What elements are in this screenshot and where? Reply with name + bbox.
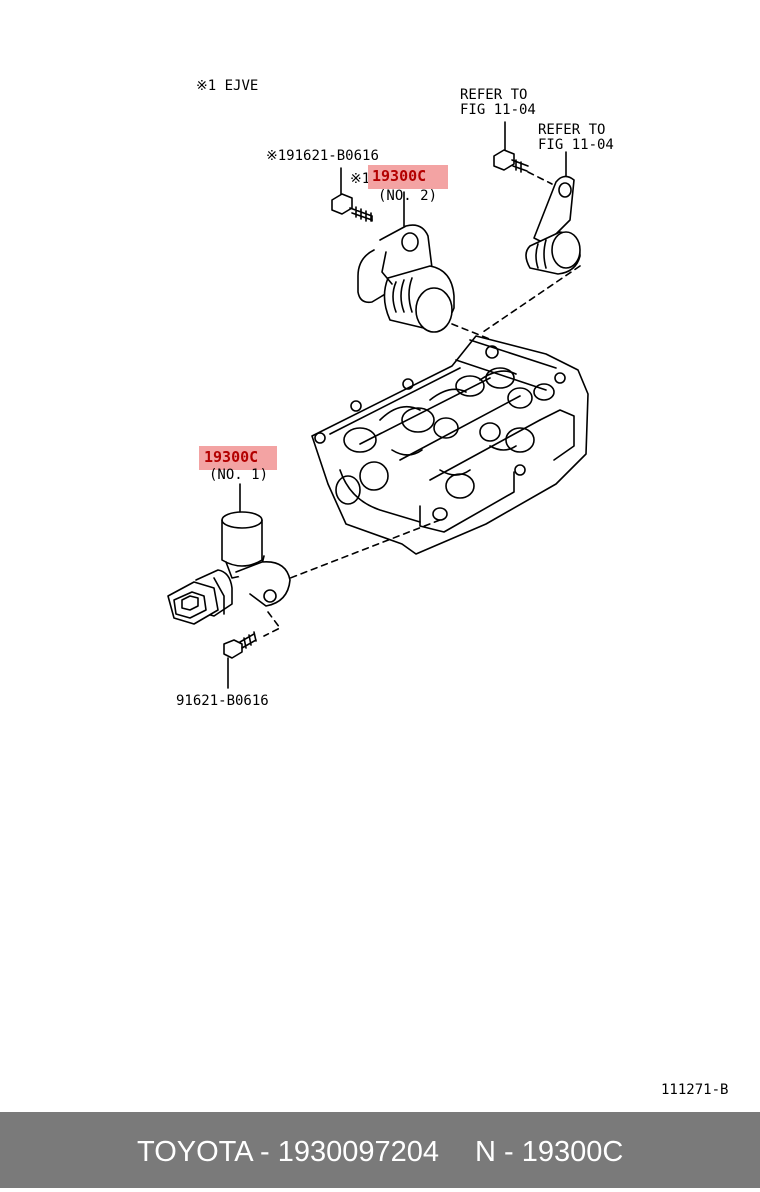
- refer-1-line2: FIG 11-04: [460, 102, 536, 118]
- sensor-no2-prefix: ※1: [350, 171, 371, 187]
- lower-bolt: [223, 631, 257, 689]
- cylinder-head: [311, 335, 589, 555]
- refer-bolt: [493, 121, 529, 173]
- refer-bracket: [525, 151, 581, 275]
- refer-2-line1: REFER TO: [538, 122, 606, 138]
- upper-bolt: [331, 167, 373, 222]
- sensor-no1-highlight: [199, 446, 277, 470]
- footer-bar: TOYOTA - 1930097204 N - 19300C: [0, 1112, 760, 1188]
- sensor-no1-label: (NO. 1): [209, 467, 269, 483]
- sensor-no1: [167, 483, 291, 625]
- sensor-no2-label: (NO. 2): [378, 188, 438, 204]
- bolt-upper-part-number[interactable]: ※191621-B0616: [266, 148, 379, 164]
- footer-brand-part: TOYOTA - 1930097204: [137, 1136, 440, 1168]
- bolt-lower-part-number[interactable]: 91621-B0616: [176, 693, 269, 709]
- note-ejve: ※1 EJVE: [196, 78, 259, 94]
- figure-code: 111271-B: [661, 1082, 729, 1098]
- sensor-no2: [357, 191, 455, 333]
- refer-1-line1: REFER TO: [460, 87, 528, 103]
- sensor-no2-highlight: [368, 165, 448, 189]
- refer-2-line2: FIG 11-04: [538, 137, 614, 153]
- parts-diagram: [167, 121, 589, 689]
- sensor-no1-part-number[interactable]: 19300C: [204, 448, 259, 466]
- sensor-no2-part-number[interactable]: 19300C: [372, 167, 427, 185]
- footer-short-part: N - 19300C: [475, 1136, 624, 1168]
